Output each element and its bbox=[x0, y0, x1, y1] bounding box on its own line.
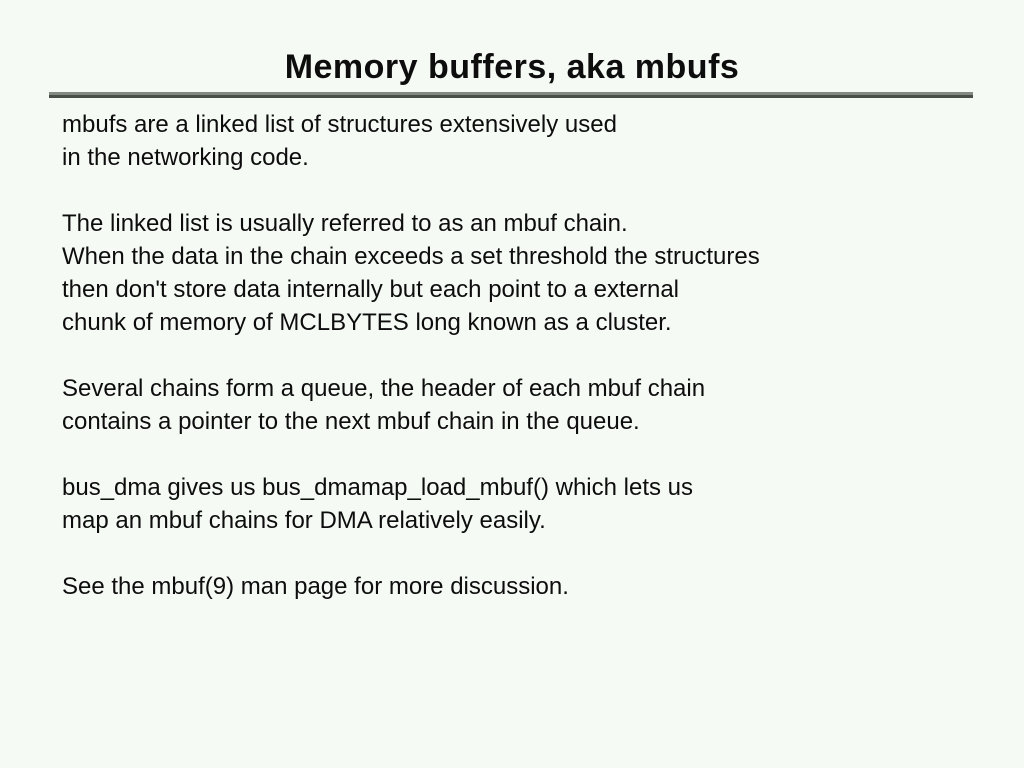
paragraph-chain: The linked list is usually referred to a… bbox=[62, 207, 982, 339]
paragraph-busdma: bus_dma gives us bus_dmamap_load_mbuf() … bbox=[62, 471, 982, 537]
body-line: Several chains form a queue, the header … bbox=[62, 375, 706, 402]
slide-title: Memory buffers, aka mbufs bbox=[284, 48, 740, 86]
paragraph-intro: mbufs are a linked list of structures ex… bbox=[62, 108, 982, 174]
title-underline bbox=[49, 92, 973, 98]
paragraph-manpage: See the mbuf(9) man page for more discus… bbox=[62, 570, 982, 603]
slide-body: mbufs are a linked list of structures ex… bbox=[62, 108, 982, 636]
body-line: The linked list is usually referred to a… bbox=[62, 210, 628, 237]
body-line: contains a pointer to the next mbuf chai… bbox=[62, 408, 640, 435]
body-line: See the mbuf(9) man page for more discus… bbox=[62, 573, 569, 600]
body-line: then don't store data internally but eac… bbox=[62, 276, 679, 303]
body-line: bus_dma gives us bus_dmamap_load_mbuf() … bbox=[62, 474, 693, 501]
body-line: map an mbuf chains for DMA relatively ea… bbox=[62, 507, 546, 534]
body-line: When the data in the chain exceeds a set… bbox=[62, 243, 760, 270]
paragraph-queue: Several chains form a queue, the header … bbox=[62, 372, 982, 438]
body-line: in the networking code. bbox=[62, 144, 309, 171]
body-line: mbufs are a linked list of structures ex… bbox=[62, 111, 617, 138]
body-line: chunk of memory of MCLBYTES long known a… bbox=[62, 309, 672, 336]
